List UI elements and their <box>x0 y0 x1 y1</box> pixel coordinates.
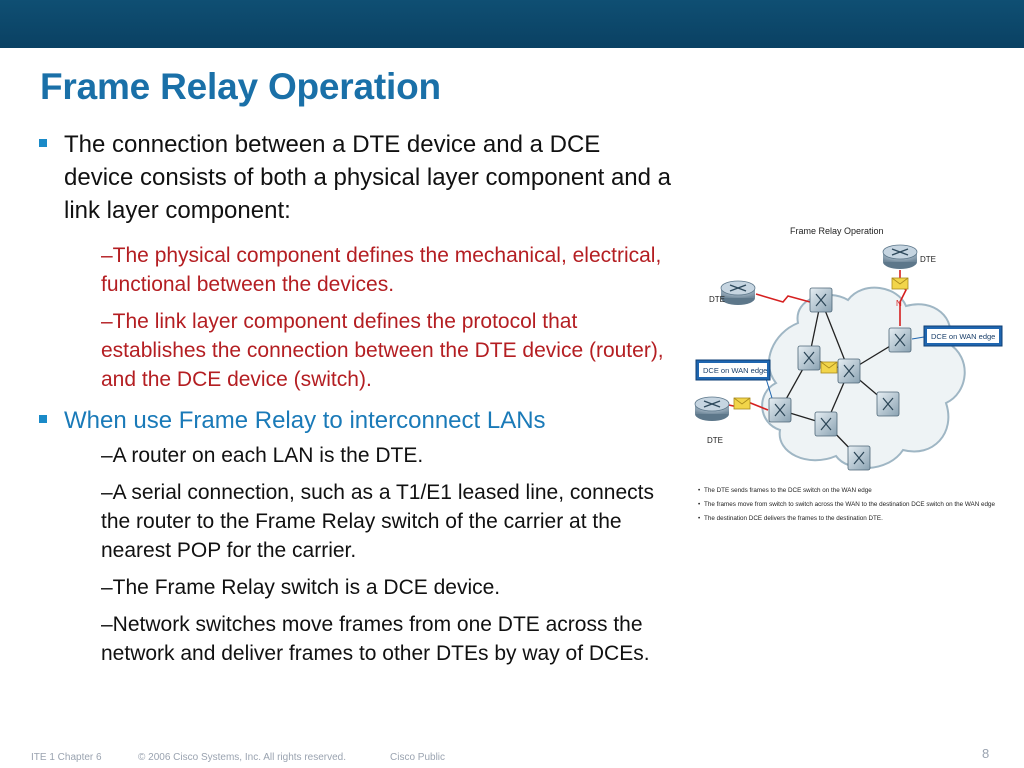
bullet-2-text: When use Frame Relay to interconnect LAN… <box>64 407 546 434</box>
svg-text:•: • <box>698 515 700 522</box>
footer-classification: Cisco Public <box>390 752 446 763</box>
router-icon <box>694 396 730 421</box>
wan-cloud <box>761 286 966 469</box>
subitem: –A serial connection, such as a T1/E1 le… <box>101 481 654 562</box>
svg-text:DCE on WAN edge: DCE on WAN edge <box>703 366 767 375</box>
router-icon <box>720 280 756 305</box>
bullet-1: The connection between a DTE device and … <box>39 128 674 227</box>
bullet-marker <box>39 415 47 423</box>
dte-label: DTE <box>707 436 723 445</box>
subitem: –The link layer component defines the pr… <box>101 310 664 391</box>
page-number: 8 <box>982 746 990 761</box>
svg-text:•: • <box>698 487 700 494</box>
callout-dce-right: DCE on WAN edge <box>911 325 1003 347</box>
switch-arrows <box>774 293 906 465</box>
svg-text:DCE on WAN edge: DCE on WAN edge <box>931 332 995 341</box>
router-icon <box>882 244 918 269</box>
figure-note: The DTE sends frames to the DCE switch o… <box>704 487 872 494</box>
subitem: –The physical component defines the mech… <box>101 244 662 296</box>
figure-notes: • The DTE sends frames to the DCE switch… <box>698 487 996 522</box>
network-diagram: Frame Relay Operation <box>688 218 1024 528</box>
svg-text:•: • <box>698 501 700 508</box>
bullet-2: When use Frame Relay to interconnect LAN… <box>39 404 674 437</box>
callout-dce-left: DCE on WAN edge <box>695 359 773 399</box>
figure-title: Frame Relay Operation <box>790 226 884 236</box>
bullet-1-text: The connection between a DTE device and … <box>64 131 672 224</box>
dte-label: DTE <box>709 295 725 304</box>
n-label: N <box>896 299 902 308</box>
slide-title: Frame Relay Operation <box>40 66 441 107</box>
subitem: –A router on each LAN is the DTE. <box>101 444 424 467</box>
footer-copyright: © 2006 Cisco Systems, Inc. All rights re… <box>138 752 347 763</box>
figure-note: The destination DCE delivers the frames … <box>704 515 883 522</box>
slide-content: The connection between a DTE device and … <box>0 128 690 668</box>
figure-note: The frames move from switch to switch ac… <box>704 501 996 508</box>
dte-label: DTE <box>920 255 936 264</box>
frame-envelope-icons <box>733 277 909 410</box>
header-bar <box>0 0 1024 48</box>
bullet-marker <box>39 139 47 147</box>
subitem: –The Frame Relay switch is a DCE device. <box>101 576 501 599</box>
footer-course: ITE 1 Chapter 6 <box>31 752 102 763</box>
subitem: –Network switches move frames from one D… <box>101 613 650 665</box>
